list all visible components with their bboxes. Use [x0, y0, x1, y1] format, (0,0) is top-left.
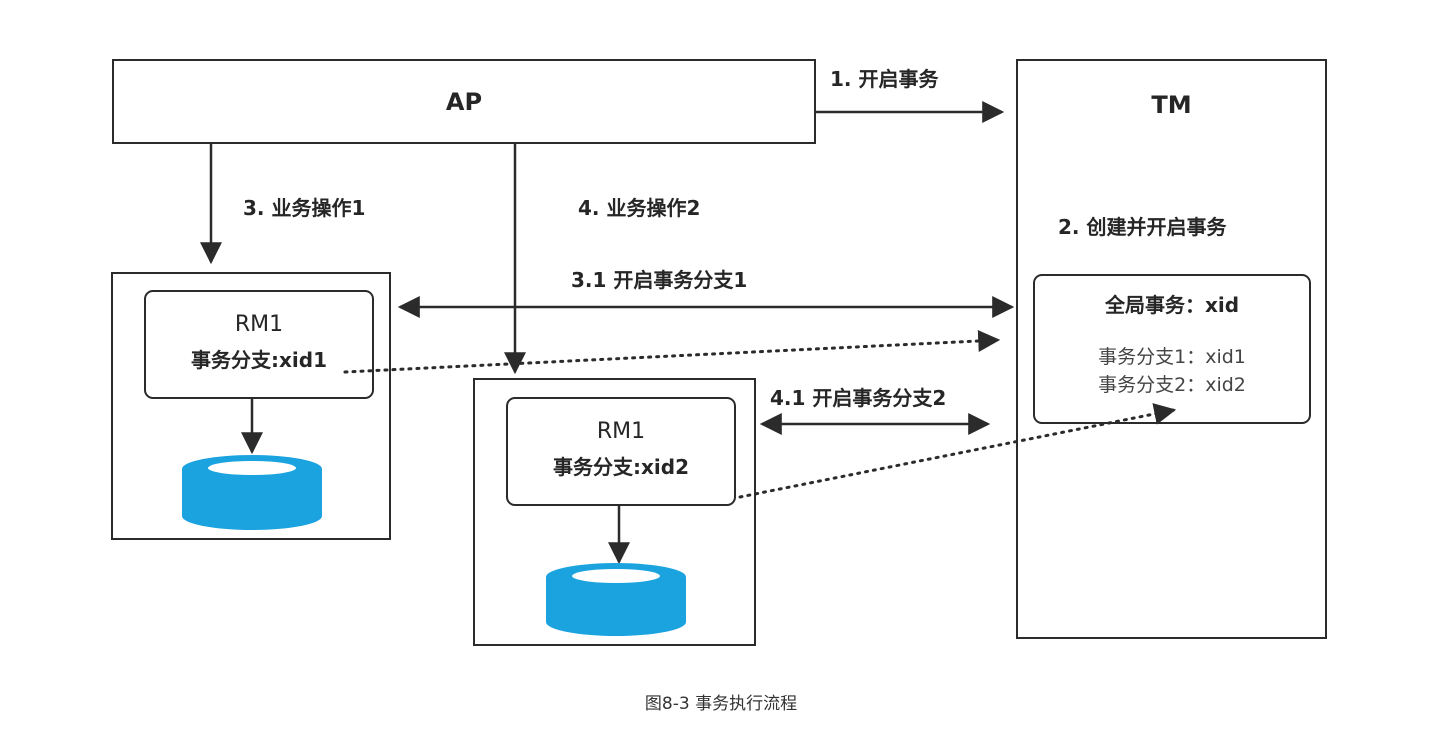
rm-left-branch: 事务分支:xid1	[191, 348, 327, 372]
rm-left-box: RM1 事务分支:xid1	[144, 290, 374, 399]
edge-label-open-branch1: 3.1 开启事务分支1	[571, 268, 748, 292]
ap-label: AP	[445, 88, 483, 116]
tm-step-label: 2. 创建并开启事务	[1058, 215, 1227, 239]
tm-label: TM	[1151, 91, 1192, 119]
rm-left-name: RM1	[234, 312, 284, 337]
rm-right-branch: 事务分支:xid2	[553, 455, 689, 479]
rm-right-name: RM1	[596, 419, 646, 444]
edge-label-start-tx: 1. 开启事务	[830, 67, 939, 91]
branch1-entry: 事务分支1：xid1	[1098, 346, 1246, 368]
figure-caption: 图8-3 事务执行流程	[644, 694, 798, 714]
global-transaction-title: 全局事务：xid	[1104, 293, 1240, 317]
edge-label-open-branch2: 4.1 开启事务分支2	[770, 386, 947, 410]
rm-right-box: RM1 事务分支:xid2	[506, 397, 736, 506]
ap-box: AP	[112, 59, 816, 144]
edge-label-biz-op2: 4. 业务操作2	[578, 196, 701, 220]
branch2-entry: 事务分支2：xid2	[1098, 374, 1246, 396]
dotted-link-xid1	[343, 329, 1001, 374]
global-transaction-box: 全局事务：xid 事务分支1：xid1 事务分支2：xid2	[1033, 274, 1311, 424]
edge-label-biz-op1: 3. 业务操作1	[243, 196, 366, 220]
